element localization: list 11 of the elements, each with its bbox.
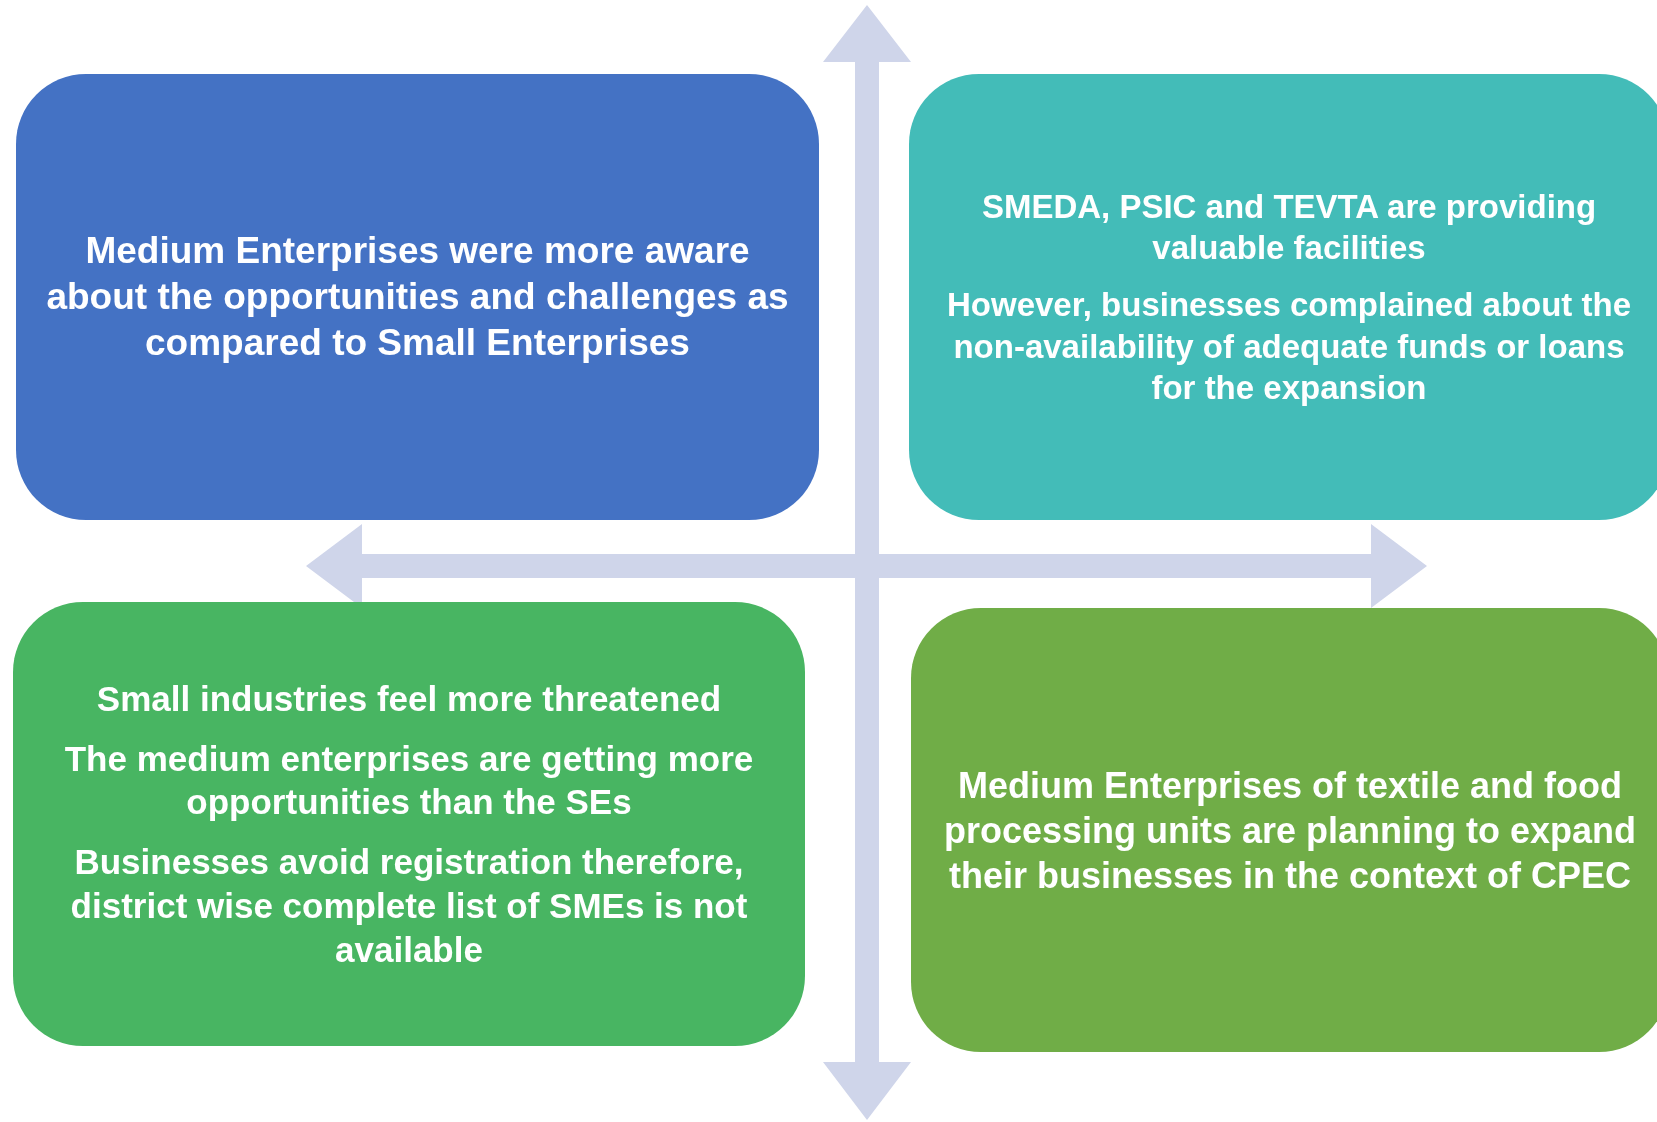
quadrant-card bbox=[909, 74, 1657, 520]
quadrant-card bbox=[911, 608, 1657, 1052]
statement-text: SMEDA, PSIC and TEVTA are providing valuable facilities bbox=[980, 186, 1598, 269]
statement-text: However, businesses complained about the non-availability of adequate funds or loans for the expansion bbox=[946, 285, 1632, 408]
statement-text: Businesses avoid registration therefore, district wise complete list of SMEs is not available bbox=[69, 841, 749, 971]
statement-text: The medium enterprises are getting more opportunities than the SEs bbox=[63, 737, 755, 824]
statement-text: Small industries feel more threatened bbox=[96, 677, 722, 720]
statement-text: Medium Enterprises of textile and food processing units are planning to expand their businesses in the context of CPEC bbox=[942, 763, 1638, 898]
quadrant-card bbox=[13, 602, 805, 1046]
quadrant-card bbox=[16, 74, 819, 520]
statement-text: Medium Enterprises were more aware about the opportunities and challenges as compared to Small Enterprises bbox=[46, 228, 789, 366]
